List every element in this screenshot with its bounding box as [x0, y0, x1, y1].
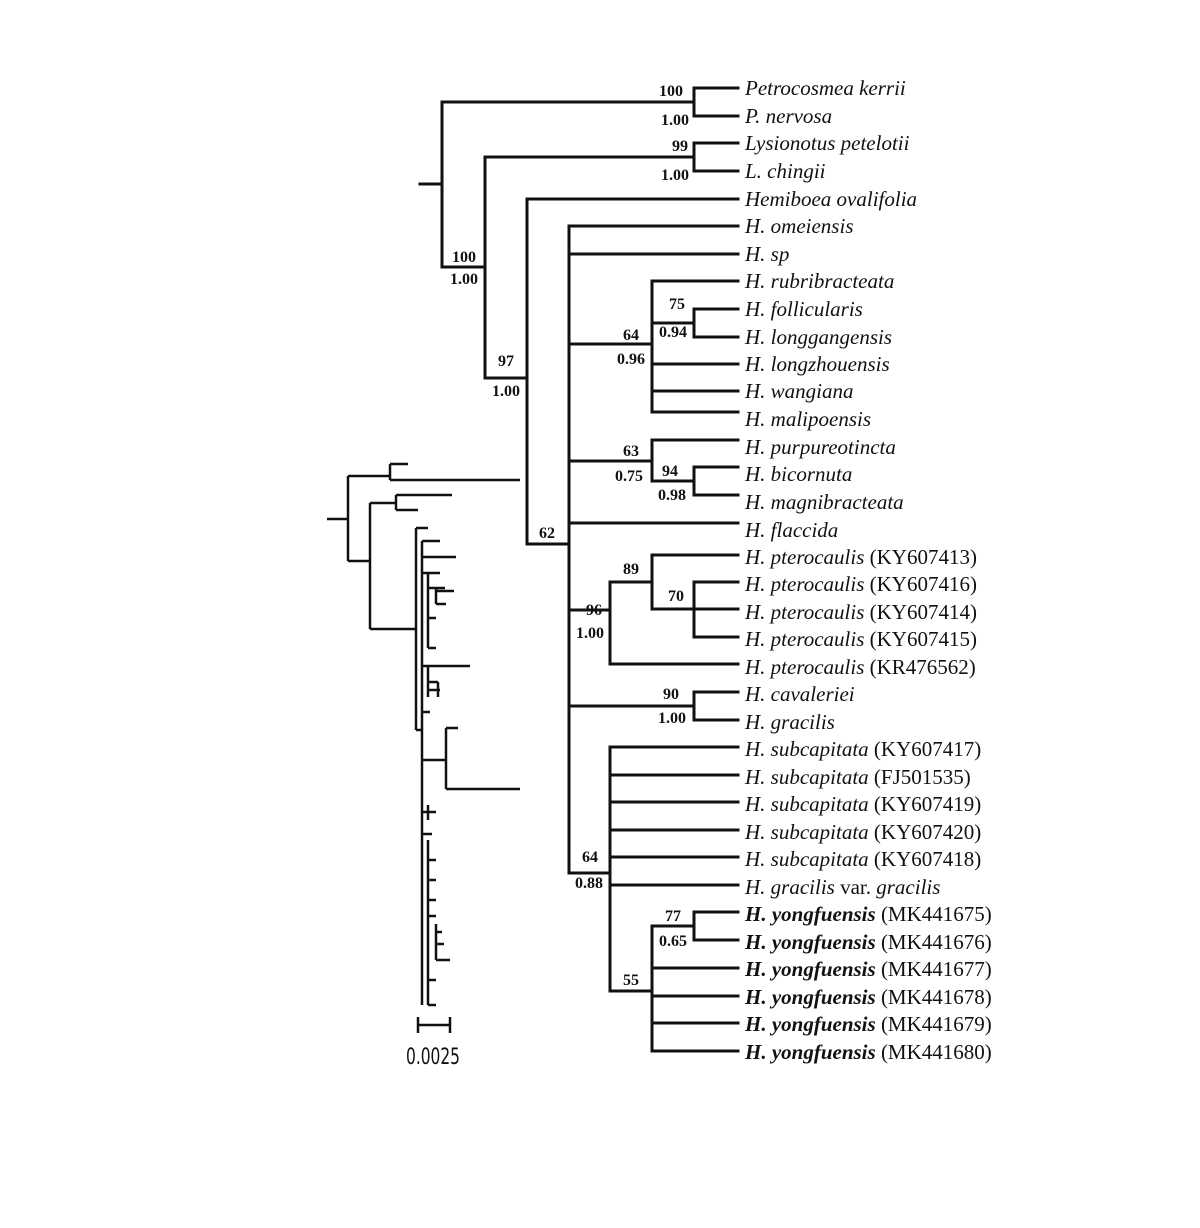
support-posterior: 1.00 [661, 112, 689, 129]
support-bootstrap: 77 [665, 908, 681, 925]
support-posterior: 1.00 [661, 167, 689, 184]
taxon-labels: Petrocosmea kerrii P. nervosa Lysionotus… [744, 76, 992, 1064]
taxon-label: Lysionotus petelotii [744, 131, 910, 155]
cladogram-branches [418, 86, 740, 1053]
taxon-label: H. yongfuensis (MK441675) [744, 902, 992, 926]
support-posterior: 1.00 [450, 271, 478, 288]
taxon-label: P. nervosa [744, 104, 832, 128]
support-posterior: 0.94 [659, 324, 687, 341]
taxon-label: H. cavaleriei [744, 682, 855, 706]
taxon-label: H. yongfuensis (MK441678) [744, 985, 992, 1009]
support-posterior: 0.75 [615, 468, 643, 485]
support-bootstrap: 70 [668, 588, 684, 605]
support-posterior: 1.00 [658, 710, 686, 727]
taxon-label: Hemiboea ovalifolia [744, 187, 917, 211]
support-bootstrap: 75 [669, 296, 685, 313]
scale-bar: 0.0025 [406, 1017, 460, 1070]
taxon-label: L. chingii [744, 159, 826, 183]
scale-bar-label: 0.0025 [406, 1045, 460, 1070]
taxon-label: H. rubribracteata [744, 269, 894, 293]
taxon-label: H. bicornuta [744, 462, 852, 486]
taxon-label: H. wangiana [744, 379, 854, 403]
taxon-label: H. malipoensis [744, 407, 871, 431]
taxon-label: H. yongfuensis (MK441676) [744, 930, 992, 954]
support-values: 100 1.00 99 1.00 100 1.00 97 1.00 62 75 … [450, 83, 689, 989]
support-bootstrap: 96 [586, 602, 602, 619]
taxon-label: H. magnibracteata [744, 490, 904, 514]
phylogram [327, 462, 520, 1007]
support-bootstrap: 100 [452, 249, 476, 266]
support-bootstrap: 64 [623, 327, 639, 344]
taxon-label: H. gracilis [744, 710, 835, 734]
taxon-label: H. flaccida [744, 518, 838, 542]
support-bootstrap: 94 [662, 463, 678, 480]
taxon-label: H. longzhouensis [744, 352, 890, 376]
taxon-label: H. pterocaulis (KR476562) [744, 655, 976, 679]
taxon-label: H. pterocaulis (KY607415) [744, 627, 977, 651]
support-bootstrap: 97 [498, 353, 514, 370]
support-posterior: 0.98 [658, 487, 686, 504]
taxon-label: H. pterocaulis (KY607413) [744, 545, 977, 569]
support-bootstrap: 64 [582, 849, 598, 866]
support-posterior: 1.00 [492, 383, 520, 400]
support-bootstrap: 62 [539, 525, 555, 542]
support-bootstrap: 63 [623, 443, 639, 460]
taxon-label: H. yongfuensis (MK441679) [744, 1012, 992, 1036]
support-bootstrap: 90 [663, 686, 679, 703]
taxon-label: Petrocosmea kerrii [744, 76, 906, 100]
taxon-label: H. omeiensis [744, 214, 854, 238]
support-posterior: 0.96 [617, 351, 645, 368]
taxon-label: H. pterocaulis (KY607414) [744, 600, 977, 624]
taxon-label: H. subcapitata (KY607418) [744, 847, 981, 871]
taxon-label: H. sp [744, 242, 789, 266]
support-posterior: 1.00 [576, 625, 604, 642]
taxon-label: H. subcapitata (FJ501535) [744, 765, 971, 789]
support-posterior: 0.65 [659, 933, 687, 950]
support-bootstrap: 55 [623, 972, 639, 989]
taxon-label: H. yongfuensis (MK441677) [744, 957, 992, 981]
taxon-label: H. subcapitata (KY607417) [744, 737, 981, 761]
support-posterior: 0.88 [575, 875, 603, 892]
support-bootstrap: 89 [623, 561, 639, 578]
taxon-label: H. yongfuensis (MK441680) [744, 1040, 992, 1064]
taxon-label: H. subcapitata (KY607420) [744, 820, 981, 844]
taxon-label: H. longgangensis [744, 325, 892, 349]
taxon-label: H. purpureotincta [744, 435, 896, 459]
taxon-label: H. gracilis var. gracilis [744, 875, 940, 899]
taxon-label: H. subcapitata (KY607419) [744, 792, 981, 816]
support-bootstrap: 99 [672, 138, 688, 155]
taxon-label: H. follicularis [744, 297, 863, 321]
support-bootstrap: 100 [659, 83, 683, 100]
taxon-label: H. pterocaulis (KY607416) [744, 572, 977, 596]
